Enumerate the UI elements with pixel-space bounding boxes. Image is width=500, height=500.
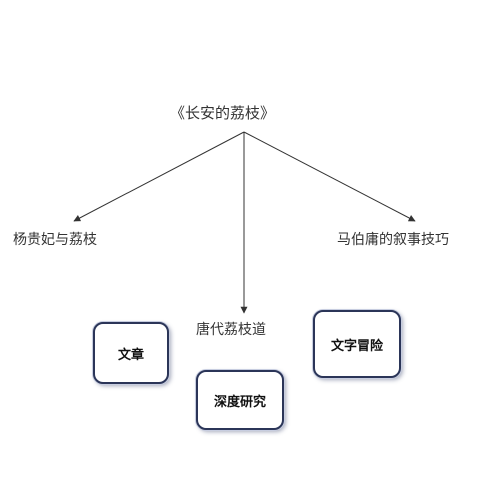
edge-root-to-left (73, 131, 245, 222)
branch-node-tang-lychee-road[interactable]: 唐代荔枝道 (196, 322, 266, 338)
card-text-adventure-label: 文字冒险 (330, 338, 383, 354)
card-text-adventure[interactable]: 文字冒险 (313, 310, 401, 378)
branch-node-narrative-technique[interactable]: 马伯庸的叙事技巧 (337, 232, 449, 248)
card-article-label: 文章 (117, 347, 144, 363)
card-article[interactable]: 文章 (93, 322, 169, 384)
edge-root-to-right (243, 131, 416, 222)
card-deep-research-label: 深度研究 (213, 394, 266, 410)
branch-node-yang-guifei[interactable]: 杨贵妃与荔枝 (13, 232, 97, 248)
card-deep-research[interactable]: 深度研究 (196, 370, 284, 430)
root-node-label[interactable]: 《长安的荔枝》 (170, 104, 276, 122)
